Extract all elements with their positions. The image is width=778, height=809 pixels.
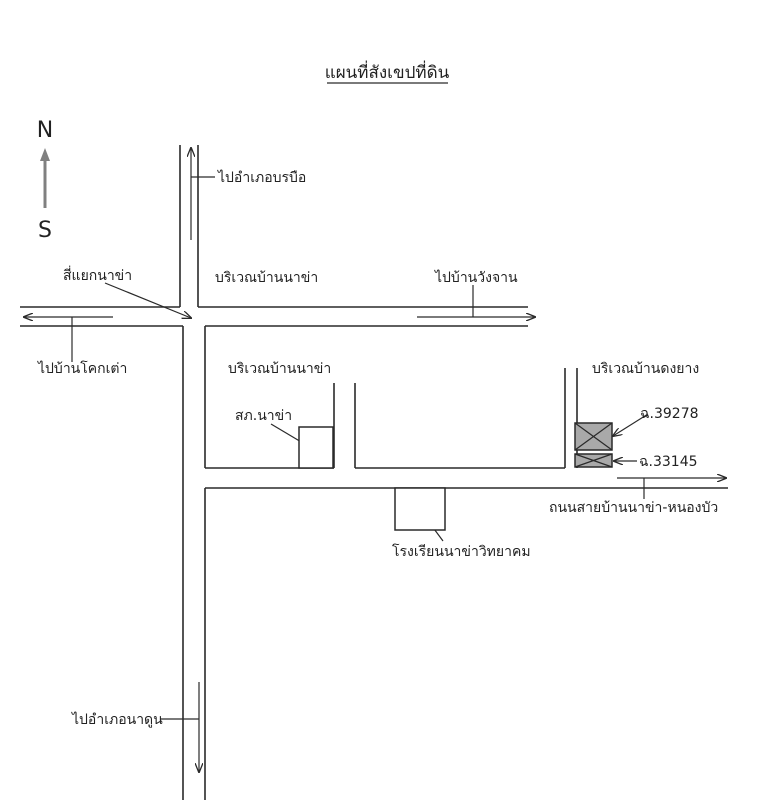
label-school: โรงเรียนนาข่าวิทยาคม	[392, 543, 531, 560]
label-deed-39278: ฉ.39278	[640, 406, 699, 422]
label-area-nakha-north: บริเวณบ้านนาข่า	[215, 270, 318, 286]
label-cooperative: สภ.นาข่า	[235, 408, 292, 424]
label-road-name: ถนนสายบ้านนาข่า-หนองบัว	[549, 500, 718, 516]
label-area-nakha-south: บริเวณบ้านนาข่า	[228, 361, 331, 377]
label-four-way-nakha: สี่แยกนาข่า	[63, 266, 132, 284]
label-to-nadun: ไปอำเภอนาดูน	[71, 711, 163, 728]
leader-deed-1	[613, 413, 649, 436]
main-road	[179, 145, 206, 800]
label-to-khoktao: ไปบ้านโคกเต่า	[37, 360, 127, 377]
leader-four-way	[104, 282, 191, 318]
land-plot-39278	[574, 422, 613, 451]
north-arrow-icon	[40, 148, 50, 208]
label-deed-33145: ฉ.33145	[639, 454, 698, 470]
compass-north-label: N	[37, 118, 53, 143]
school-building	[394, 487, 446, 531]
label-to-wangchan: ไปบ้านวังจาน	[434, 269, 518, 286]
land-plot-33145	[574, 453, 613, 468]
compass-south-label: S	[38, 218, 52, 243]
label-to-boribue: ไปอำเภอบรบือ	[217, 169, 306, 186]
label-area-dongyang: บริเวณบ้านดงยาง	[592, 361, 699, 377]
map-title: แผนที่สังเขปที่ดิน	[325, 60, 450, 83]
cooperative-building	[298, 426, 334, 469]
